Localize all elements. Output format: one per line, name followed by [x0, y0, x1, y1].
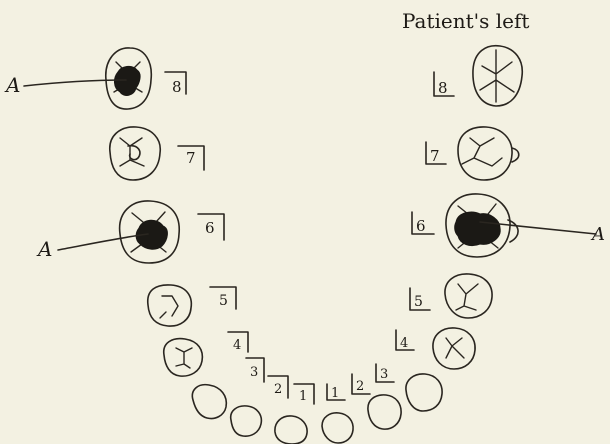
tooth-left-4: [433, 328, 475, 369]
label-right-3: 3: [250, 365, 258, 380]
label-right-2: 2: [274, 382, 282, 397]
label-left-1: 1: [331, 386, 339, 401]
tooth-left-1: [322, 413, 353, 443]
quadrant-brackets: [165, 72, 454, 404]
tooth-right-7: [110, 127, 160, 180]
label-right-6: 6: [205, 219, 215, 237]
lesion-marker-a-left: A: [590, 224, 605, 245]
tooth-left-8: [473, 46, 522, 106]
label-right-1: 1: [299, 389, 307, 404]
tooth-right-6: [120, 201, 180, 263]
label-left-6: 6: [416, 217, 426, 235]
label-left-3: 3: [380, 367, 388, 382]
label-right-8: 8: [172, 78, 182, 96]
tooth-right-8: [106, 48, 152, 109]
tooth-number-labels: 8 7 6 5 4 3 2 1 8 7 6 5 4 3 2 1: [172, 78, 448, 404]
tooth-right-2: [231, 406, 262, 436]
tooth-right-1: [275, 416, 307, 444]
lesion-marker-a-right: A: [36, 237, 52, 261]
label-left-2: 2: [356, 379, 364, 394]
tooth-right-4: [164, 339, 203, 377]
tooth-left-5: [445, 274, 492, 318]
tooth-left-7: [458, 127, 519, 180]
label-right-7: 7: [186, 149, 196, 167]
label-right-5: 5: [219, 293, 228, 309]
tooth-left-3: [406, 374, 442, 411]
label-left-7: 7: [430, 147, 440, 165]
tooth-right-3: [192, 385, 226, 419]
label-left-4: 4: [400, 336, 408, 351]
label-left-5: 5: [414, 294, 423, 310]
lesion-marker-a-upper: A: [4, 73, 20, 97]
label-right-4: 4: [233, 338, 241, 353]
tooth-right-5: [148, 285, 192, 326]
label-left-8: 8: [438, 79, 448, 97]
tooth-left-2: [368, 395, 401, 429]
